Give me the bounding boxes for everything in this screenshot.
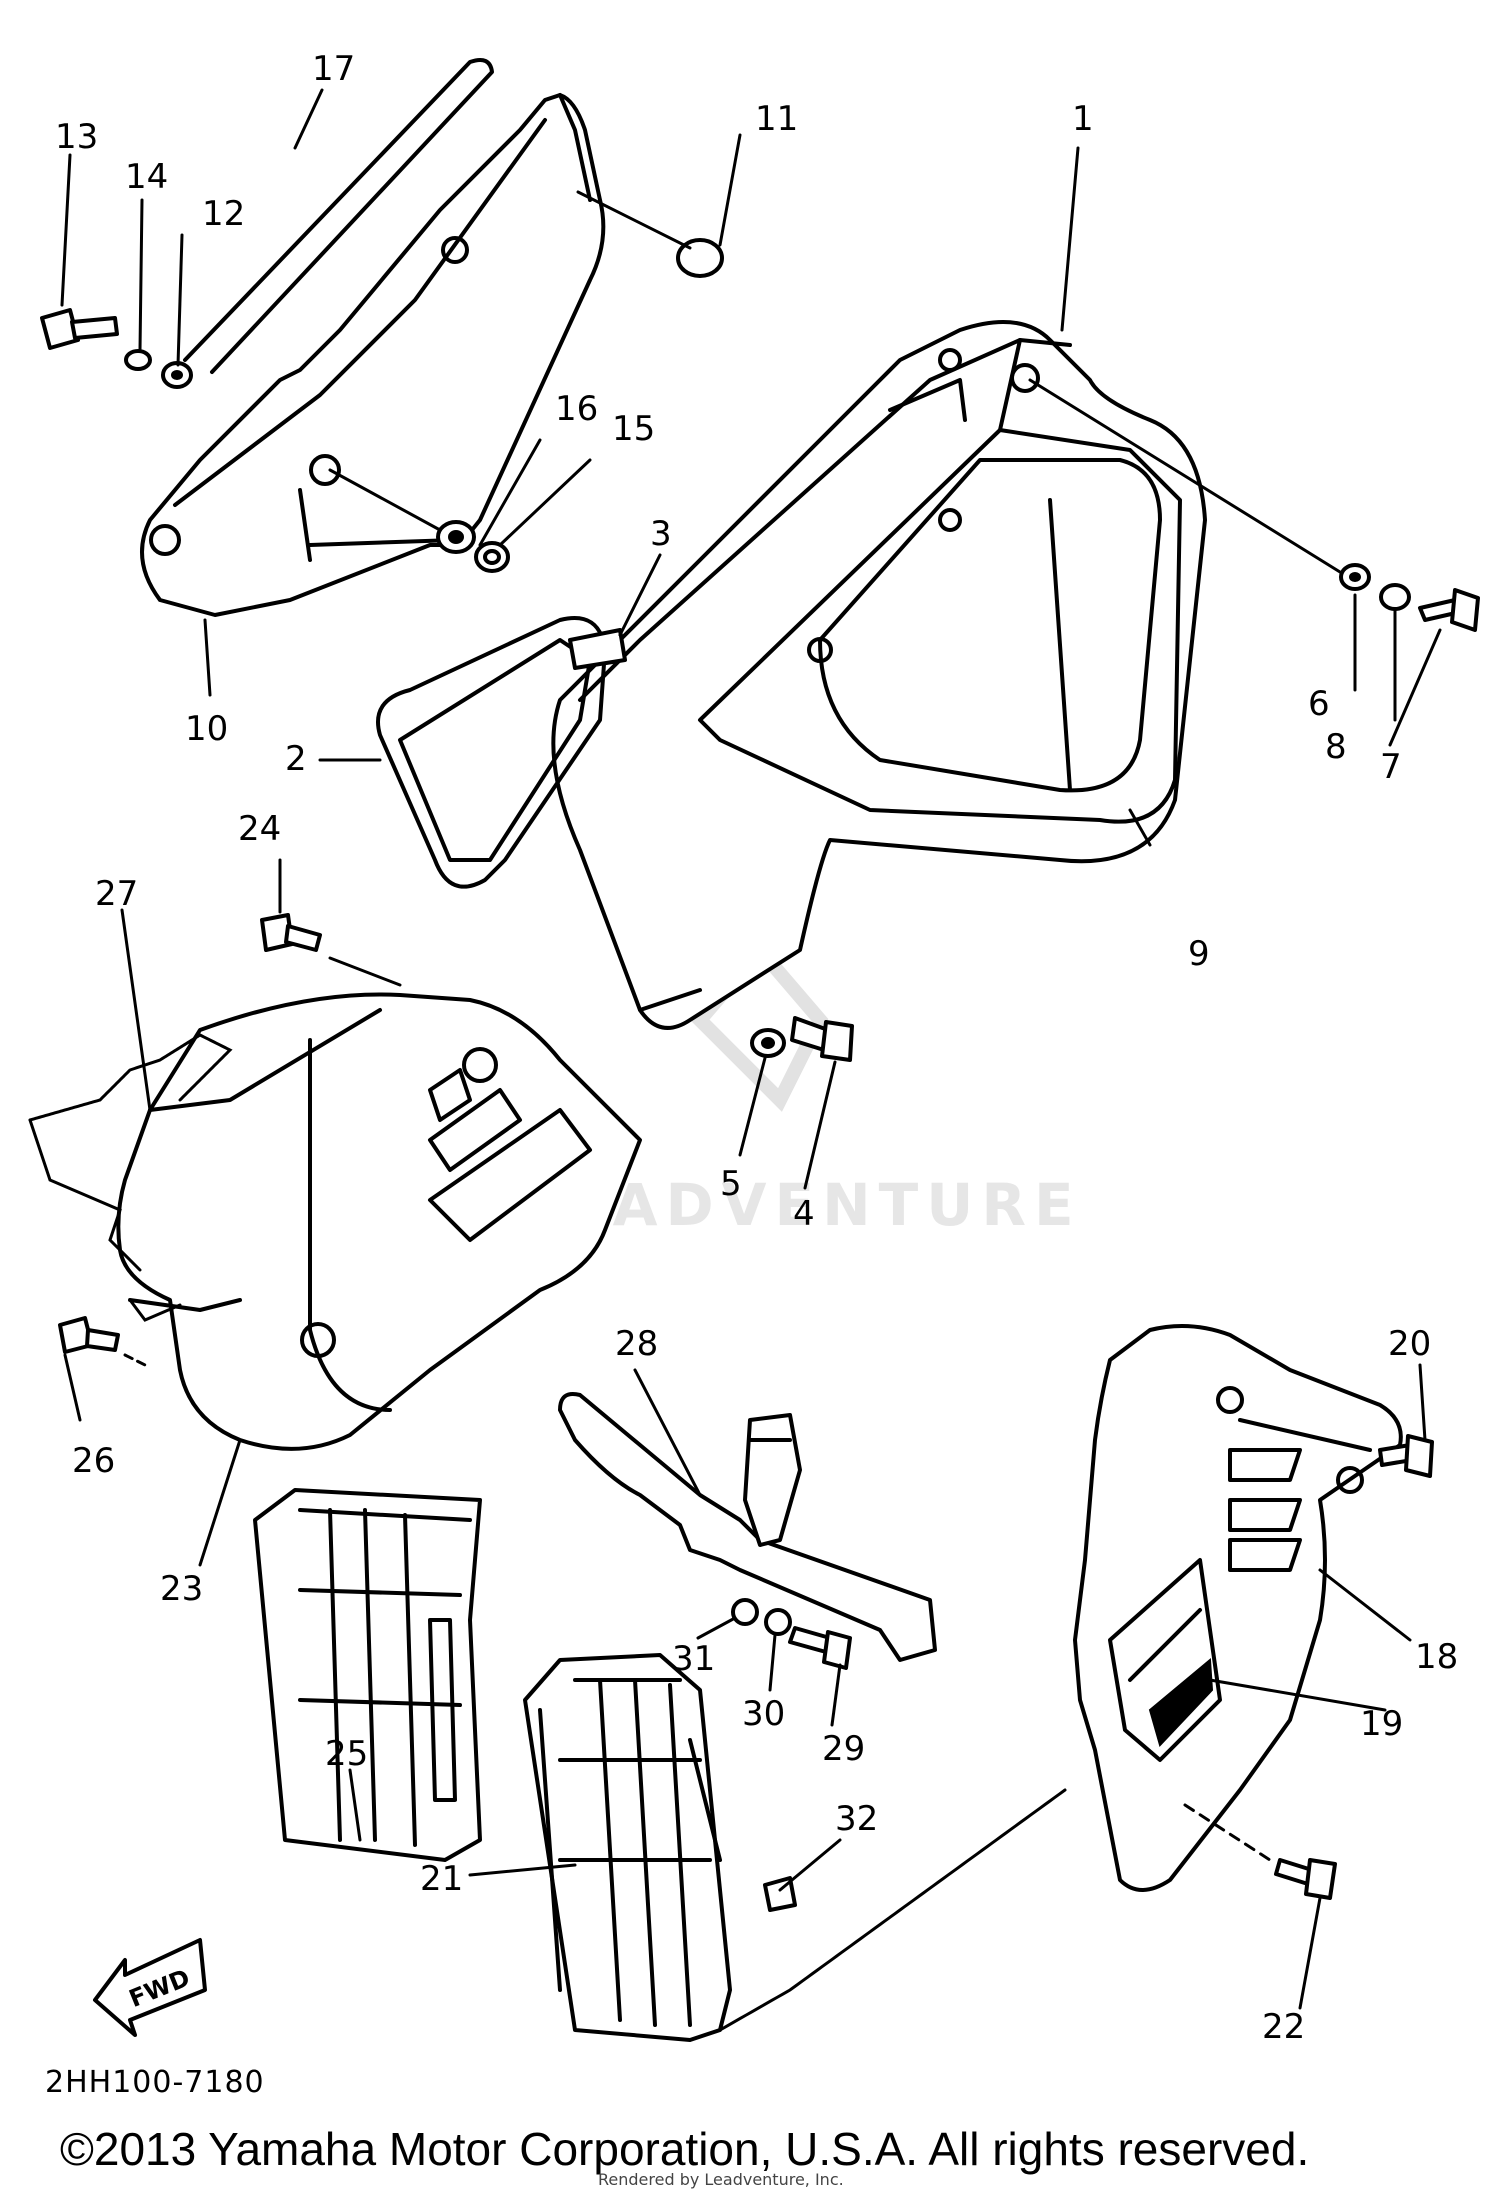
- rendered-by-credit: Rendered by Leadventure, Inc.: [598, 2170, 844, 2189]
- callout-28: 28: [615, 1324, 658, 1364]
- nut-31: [731, 1598, 759, 1626]
- washer-5: [750, 1028, 786, 1058]
- washer-30: [764, 1608, 792, 1636]
- callout-20: 20: [1388, 1324, 1431, 1364]
- washer-14: [124, 349, 152, 371]
- callout-30: 30: [742, 1694, 785, 1734]
- shroud-18: [1073, 1324, 1403, 1892]
- callout-19: 19: [1360, 1704, 1403, 1744]
- radiator-guard-25: [253, 1488, 482, 1862]
- bolt-29: [788, 1626, 852, 1670]
- callout-12: 12: [202, 194, 245, 234]
- bolt-7: [1418, 588, 1480, 632]
- callout-2: 2: [285, 739, 307, 779]
- bolt-22: [1183, 1803, 1337, 1900]
- callout-32: 32: [835, 1799, 878, 1839]
- callout-23: 23: [160, 1569, 203, 1609]
- callout-3: 3: [650, 514, 672, 554]
- collar-16: [328, 468, 476, 554]
- bolt-24: [260, 913, 402, 987]
- callout-7: 7: [1380, 747, 1402, 787]
- collar-12: [161, 361, 193, 389]
- callout-18: 18: [1415, 1637, 1458, 1677]
- fwd-arrow-icon: FWD: [93, 1938, 207, 2037]
- callout-6: 6: [1308, 684, 1330, 724]
- washer-15: [474, 541, 510, 573]
- callout-27: 27: [95, 874, 138, 914]
- callout-13: 13: [55, 117, 98, 157]
- callout-26: 26: [72, 1441, 115, 1481]
- shroud-23: [116, 992, 642, 1451]
- callout-31: 31: [672, 1639, 715, 1679]
- washer-8: [1379, 583, 1411, 611]
- callout-9: 9: [1188, 934, 1210, 974]
- callout-17: 17: [312, 49, 355, 89]
- washer-6: [1028, 378, 1371, 591]
- callout-1: 1: [1072, 99, 1094, 139]
- side-cover-10: [140, 93, 606, 617]
- side-cover-1: [551, 320, 1207, 1030]
- decal-27: [28, 1033, 233, 1322]
- callout-15: 15: [612, 409, 655, 449]
- callout-4: 4: [793, 1194, 815, 1234]
- clip-32: [718, 1788, 1067, 2032]
- callout-labels: 1 2 3 4 5 6 7 8 9 10 11 12 13 14 15 16 1…: [55, 49, 1458, 2047]
- callout-25: 25: [325, 1734, 368, 1774]
- callout-11: 11: [755, 99, 798, 139]
- diagram-code: 2HH100-7180: [45, 2065, 265, 2100]
- strap-17: [183, 58, 494, 374]
- radiator-guard-21: [523, 1653, 732, 2042]
- grommet-11: [576, 190, 724, 278]
- callout-5: 5: [720, 1164, 742, 1204]
- bolt-26: [58, 1316, 147, 1367]
- callout-21: 21: [420, 1859, 463, 1899]
- bracket-28: [558, 1392, 937, 1662]
- bolt-4: [790, 1016, 854, 1062]
- callout-22: 22: [1262, 2007, 1305, 2047]
- leader-lines: [60, 88, 1442, 2010]
- copyright-notice: ©2013 Yamaha Motor Corporation, U.S.A. A…: [60, 2123, 1309, 2175]
- callout-8: 8: [1325, 727, 1347, 767]
- callout-24: 24: [238, 809, 281, 849]
- callout-14: 14: [125, 157, 168, 197]
- frame-2: [376, 616, 627, 889]
- callout-10: 10: [185, 709, 228, 749]
- callout-29: 29: [822, 1729, 865, 1769]
- bolt-13: [40, 308, 119, 350]
- callout-16: 16: [555, 389, 598, 429]
